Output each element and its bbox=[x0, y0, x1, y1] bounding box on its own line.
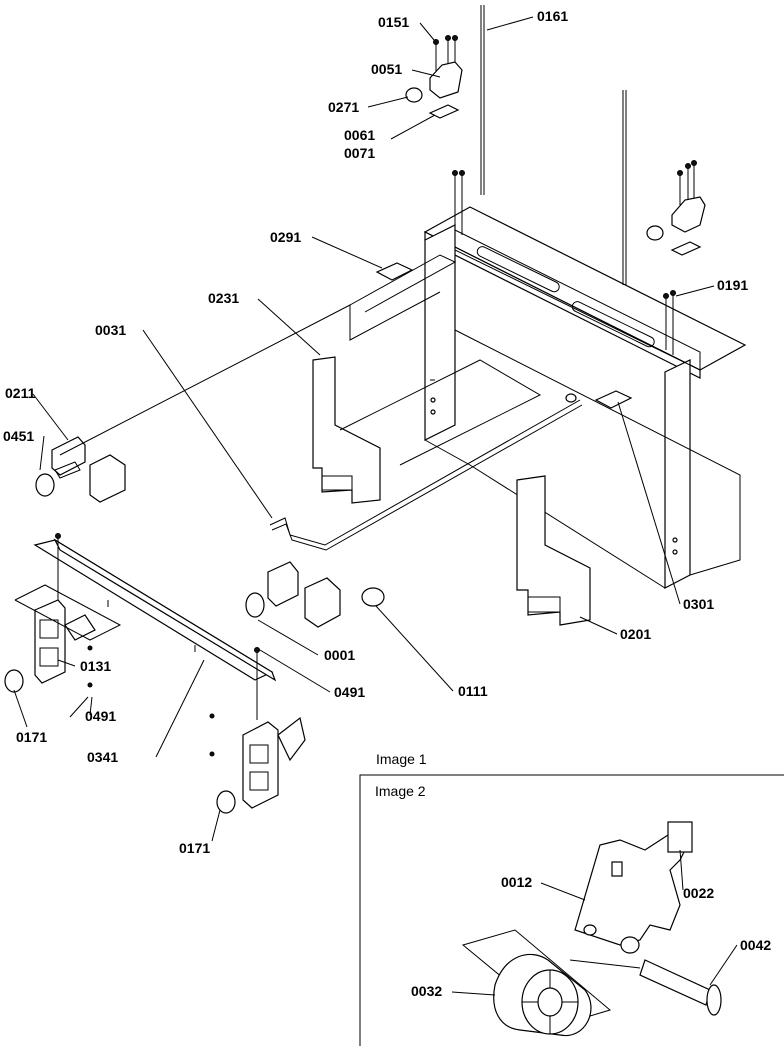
plate-0291 bbox=[375, 262, 414, 281]
spacer-0231 bbox=[312, 356, 381, 504]
label-0231: 0231 bbox=[208, 290, 239, 306]
label-0022: 0022 bbox=[683, 885, 714, 901]
spacer-0201 bbox=[516, 475, 591, 626]
label-0201: 0201 bbox=[620, 626, 651, 642]
label-0001: 0001 bbox=[324, 647, 355, 663]
wheel-assembly-inset bbox=[461, 821, 722, 1037]
label-0151: 0151 bbox=[378, 14, 409, 30]
front-rail-0341 bbox=[33, 538, 277, 682]
label-0032: 0032 bbox=[411, 983, 442, 999]
label-0051: 0051 bbox=[371, 61, 402, 77]
leg-bracket-left bbox=[4, 533, 96, 693]
label-0191: 0191 bbox=[717, 277, 748, 293]
label-0012: 0012 bbox=[501, 874, 532, 890]
cabinet-frame bbox=[423, 206, 747, 589]
plate-0301 bbox=[594, 390, 633, 409]
inset-title-image1: Image 1 bbox=[376, 751, 427, 767]
roller-bracket-0211 bbox=[35, 436, 126, 503]
ring-0111 bbox=[361, 587, 385, 607]
label-0161: 0161 bbox=[537, 8, 568, 24]
label-0042: 0042 bbox=[740, 937, 771, 953]
inset-title-image2: Image 2 bbox=[375, 783, 426, 799]
leader-lines bbox=[13, 16, 715, 842]
upper-hinge-left bbox=[405, 35, 463, 119]
label-0271: 0271 bbox=[328, 99, 359, 115]
label-0301: 0301 bbox=[683, 596, 714, 612]
label-0111: 0111 bbox=[458, 683, 488, 699]
leg-bracket-right bbox=[209, 647, 306, 814]
roller-bracket-0001 bbox=[245, 561, 341, 628]
label-0341: 0341 bbox=[87, 749, 118, 765]
label-0171-left: 0171 bbox=[16, 729, 47, 745]
inset-frame bbox=[359, 774, 784, 1046]
callout-labels: 0151 0161 0051 0271 0061 0071 0291 0191 … bbox=[3, 8, 771, 999]
label-0451: 0451 bbox=[3, 428, 34, 444]
label-0491-right: 0491 bbox=[334, 684, 365, 700]
label-0071: 0071 bbox=[344, 145, 375, 161]
top-screws bbox=[452, 170, 676, 355]
label-0491-left: 0491 bbox=[85, 708, 116, 724]
label-0211: 0211 bbox=[5, 385, 36, 401]
rod-0031 bbox=[269, 393, 583, 551]
label-0061: 0061 bbox=[344, 127, 375, 143]
label-0131: 0131 bbox=[80, 658, 111, 674]
upper-hinge-right bbox=[646, 160, 706, 256]
label-0171-right: 0171 bbox=[179, 840, 210, 856]
label-0291: 0291 bbox=[270, 229, 301, 245]
label-0031: 0031 bbox=[95, 322, 126, 338]
